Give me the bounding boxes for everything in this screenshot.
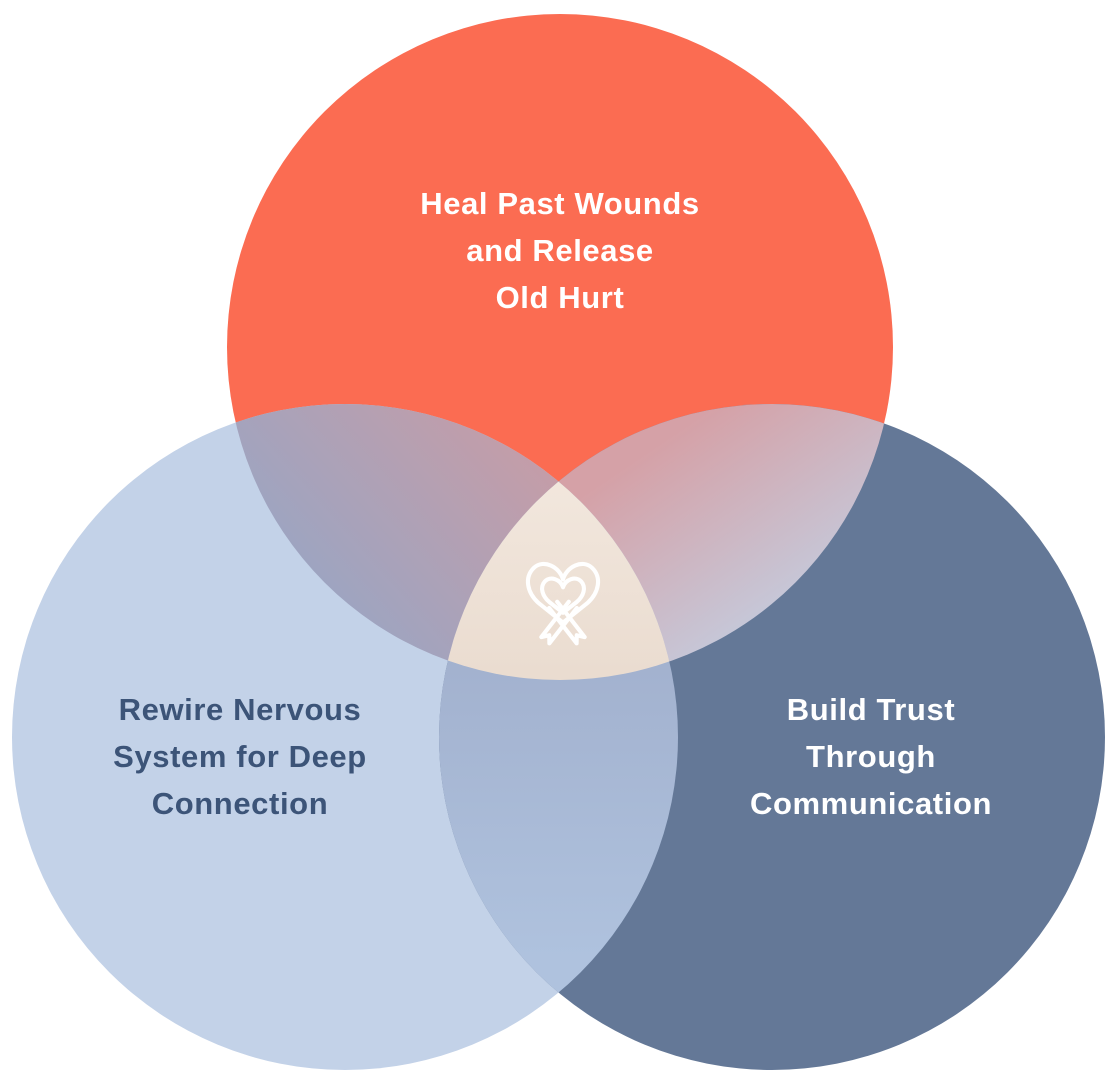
set-label-rewire-nervous-system: Rewire Nervous System for Deep Connectio… [113,692,367,821]
heart-ribbon-icon [525,561,601,646]
set-label-heal-past-wounds: Heal Past Wounds and Release Old Hurt [420,186,700,315]
set-label-build-trust: Build Trust Through Communication [749,692,993,821]
